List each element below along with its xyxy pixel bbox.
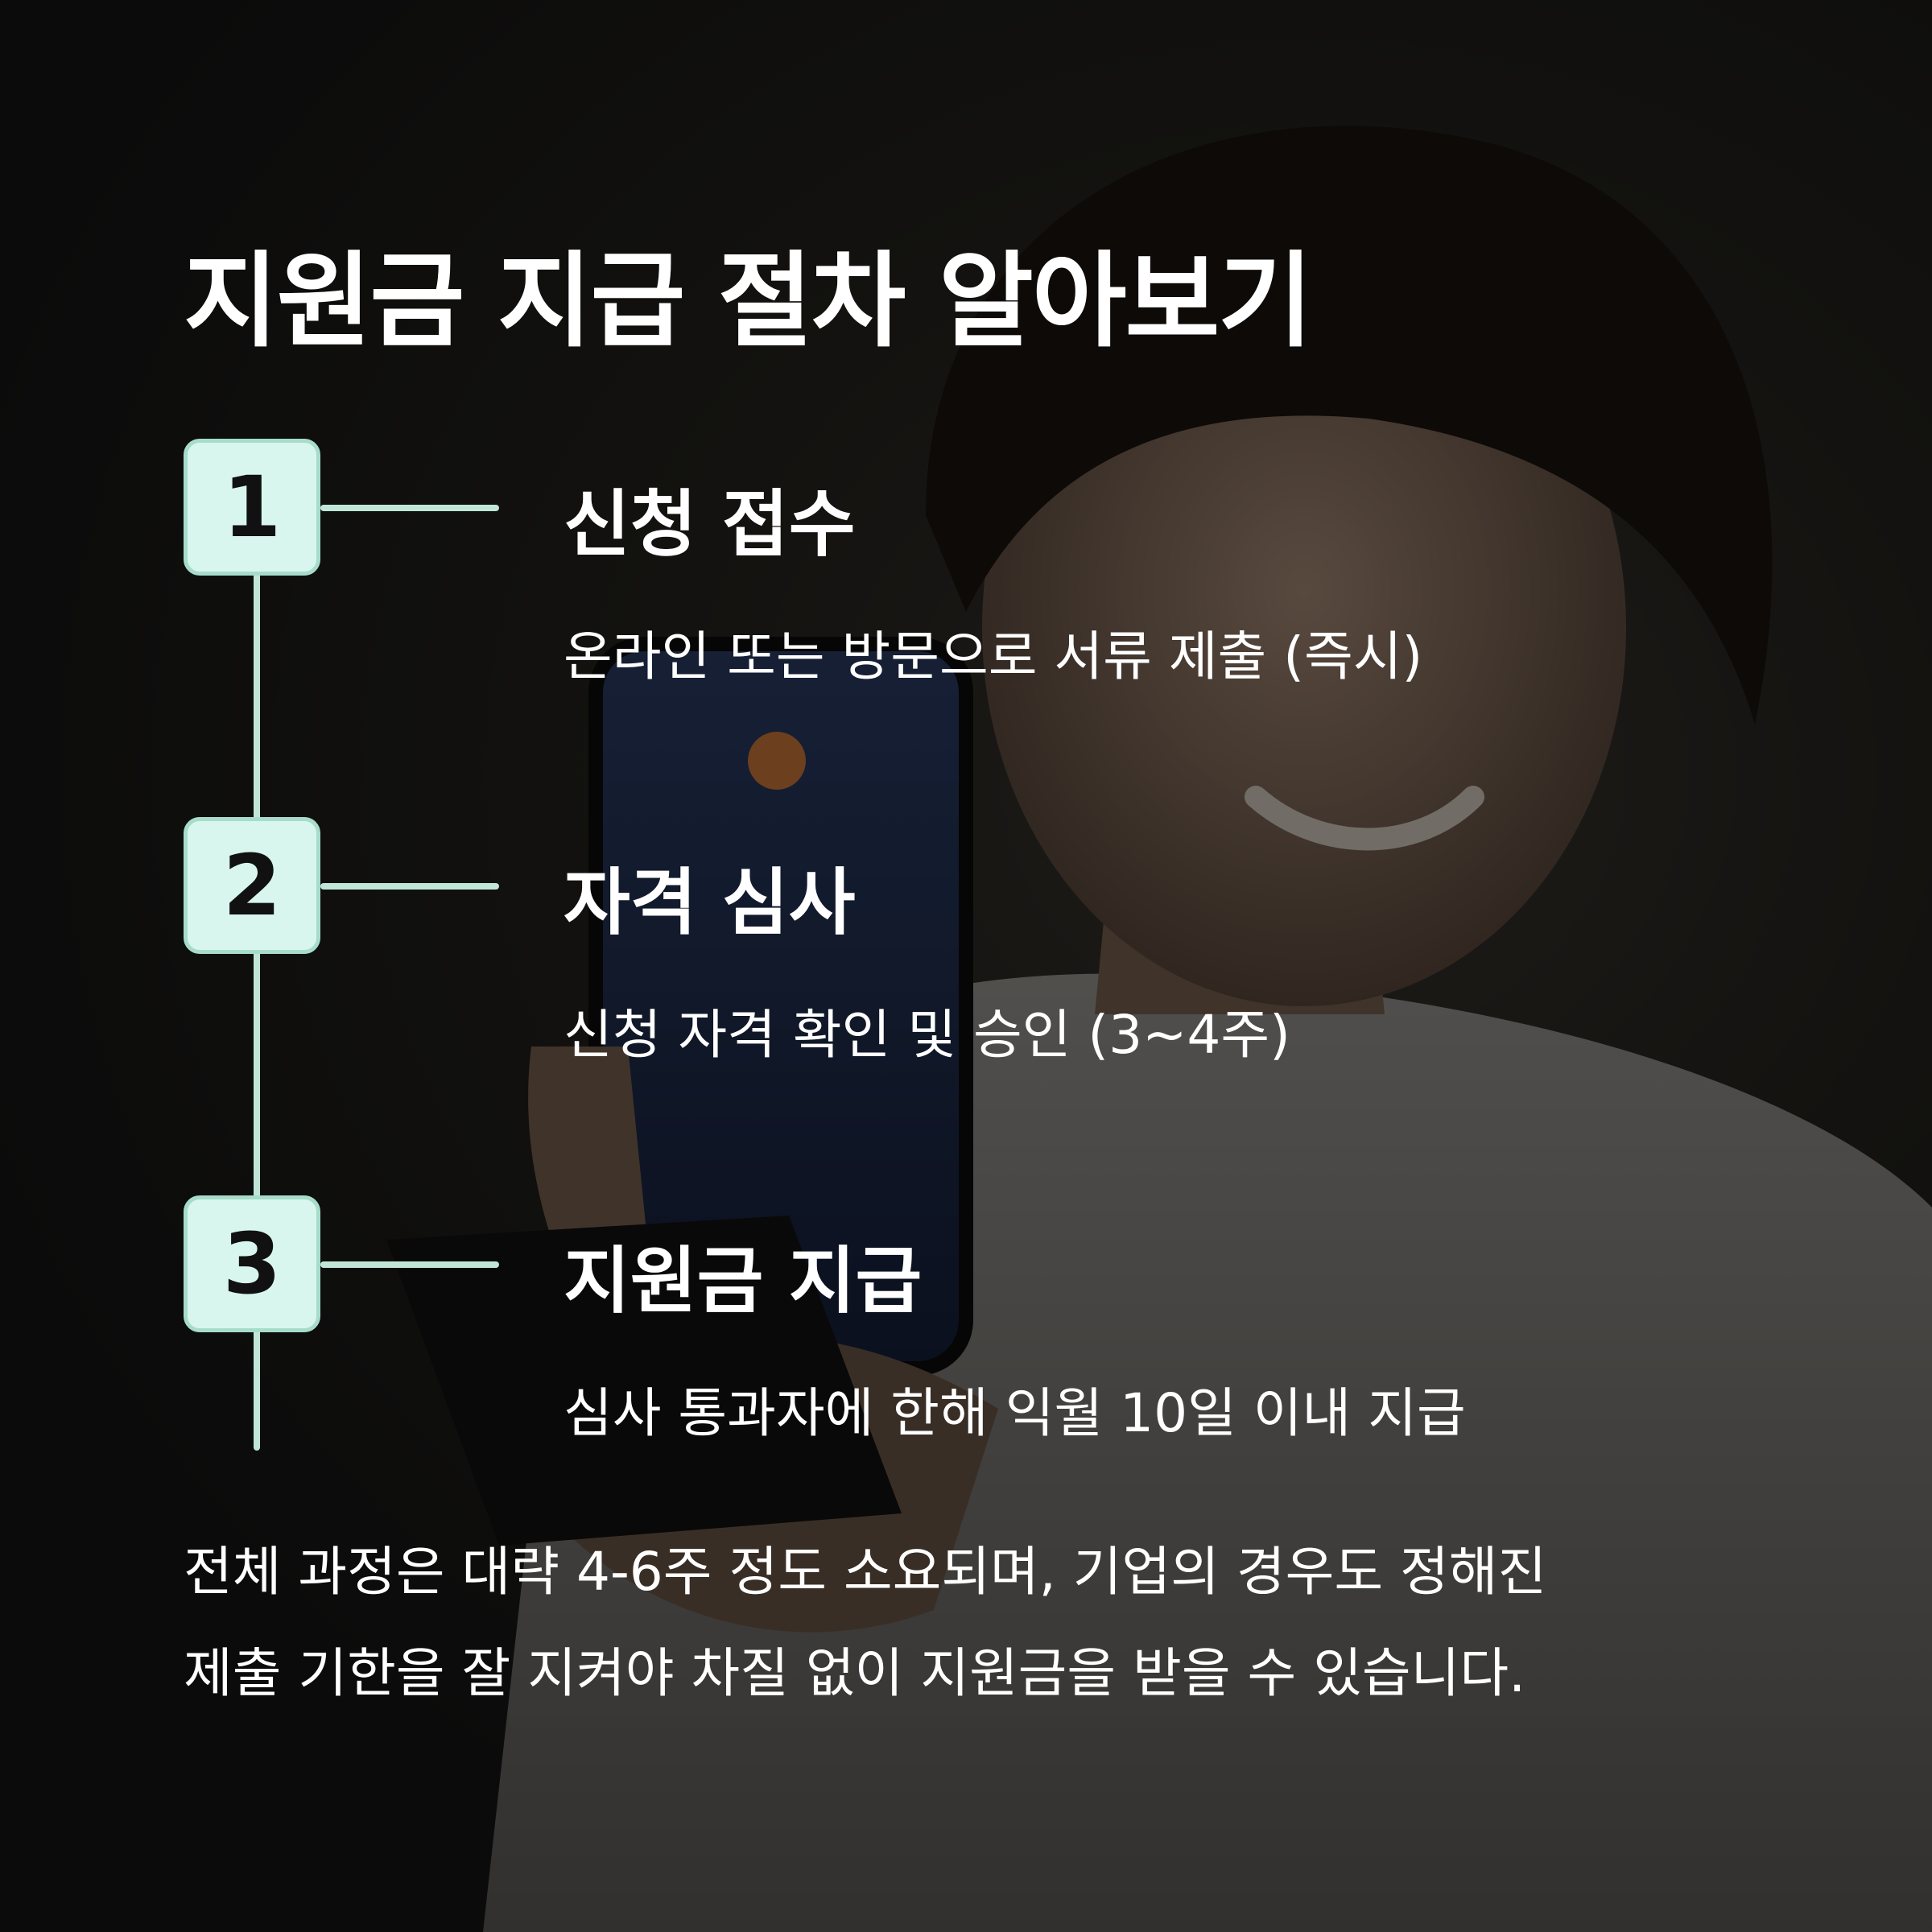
step-3-description: 심사 통과자에 한해 익월 10일 이내 지급 bbox=[564, 1382, 1466, 1444]
step-3-number-box: 3 bbox=[184, 1195, 320, 1332]
step-3-number: 3 bbox=[222, 1215, 282, 1313]
page-title: 지원금 지급 절차 알아보기 bbox=[184, 242, 1313, 361]
step-1-title: 신청 접수 bbox=[564, 482, 856, 567]
step-2-number-box: 2 bbox=[184, 817, 320, 954]
step-1-connector bbox=[320, 505, 499, 511]
step-1-number: 1 bbox=[222, 458, 282, 556]
timeline-line bbox=[254, 515, 260, 1451]
step-2-number: 2 bbox=[222, 836, 282, 935]
step-2-connector bbox=[320, 883, 499, 890]
step-2-description: 신청 자격 확인 및 승인 (3~4주) bbox=[564, 1004, 1290, 1066]
footer-line-2: 제출 기한을 잘 지켜야 차질 없이 지원금을 받을 수 있습니다. bbox=[184, 1642, 1526, 1704]
footer-note: 전체 과정은 대략 4-6주 정도 소요되며, 기업의 경우도 정해진 제출 기… bbox=[184, 1521, 1794, 1724]
step-3-connector bbox=[320, 1261, 499, 1268]
step-1-number-box: 1 bbox=[184, 439, 320, 576]
step-3-title: 지원금 지급 bbox=[564, 1239, 923, 1323]
step-2-title: 자격 심사 bbox=[564, 861, 856, 945]
step-1-description: 온라인 또는 방문으로 서류 제출 (즉시) bbox=[564, 625, 1423, 687]
footer-line-1: 전체 과정은 대략 4-6주 정도 소요되며, 기업의 경우도 정해진 bbox=[184, 1541, 1547, 1603]
